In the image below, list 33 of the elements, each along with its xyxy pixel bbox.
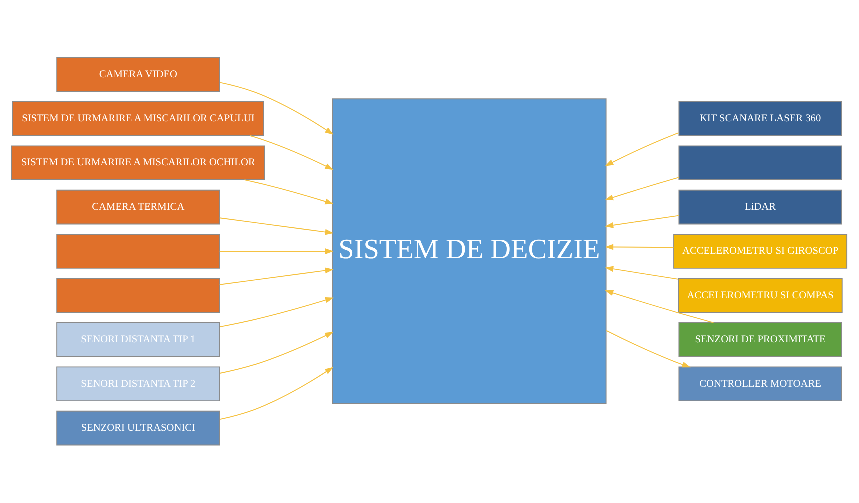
node-box: ACCELEROMETRU SI COMPAS: [678, 278, 843, 314]
node-box: SENZORI ULTRASONICI: [56, 410, 220, 446]
arrow: [605, 290, 714, 324]
node-box: SISTEM DE DECIZIE: [332, 98, 607, 404]
node-box: SISTEM DE URMARIRE A MISCARILOR OCHILOR: [11, 146, 266, 180]
arrow: [220, 82, 334, 135]
node-box: [56, 234, 220, 269]
arrow: [220, 332, 334, 374]
arrow: [605, 132, 680, 166]
arrow: [606, 330, 691, 368]
arrow: [605, 244, 674, 250]
node-box: SENORI DISTANTA TIP 1: [56, 322, 220, 358]
node-box: SENZORI DE PROXIMITATE: [678, 322, 842, 358]
node-box: [56, 278, 220, 314]
arrow: [219, 248, 334, 254]
arrow: [220, 367, 334, 420]
node-box: ACCELEROMETRU SI GIROSCOP: [674, 234, 848, 269]
arrow: [250, 135, 334, 170]
node-box: LiDAR: [678, 190, 842, 225]
node-box: SENORI DISTANTA TIP 2: [56, 366, 220, 402]
arrow: [605, 266, 679, 280]
node-box: SISTEM DE URMARIRE A MISCARILOR CAPULUI: [12, 102, 264, 136]
arrow: [605, 177, 680, 201]
arrow: [605, 215, 680, 228]
node-box: CAMERA TERMICA: [56, 190, 220, 225]
node-box: [678, 146, 842, 180]
node-box: CAMERA VIDEO: [56, 57, 220, 92]
node-box: CONTROLLER MOTOARE: [678, 366, 842, 402]
arrow: [220, 297, 334, 328]
arrow: [219, 218, 334, 236]
arrow: [219, 268, 334, 286]
arrow: [244, 180, 334, 205]
node-box: KIT SCANARE LASER 360: [678, 102, 842, 136]
